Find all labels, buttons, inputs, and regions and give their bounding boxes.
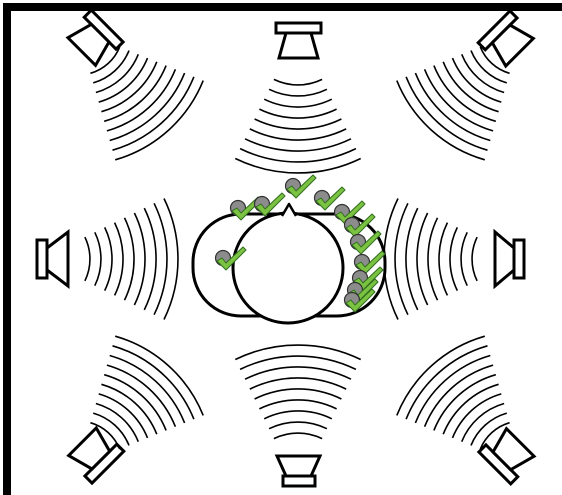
sound-wave-arc bbox=[164, 199, 178, 320]
sound-wave-arc bbox=[110, 73, 185, 140]
sound-wave-arc bbox=[110, 356, 185, 423]
sound-wave-arc bbox=[406, 208, 418, 310]
sound-wave-arc bbox=[428, 218, 438, 300]
waves-front-right bbox=[397, 47, 510, 160]
sound-wave-arc bbox=[250, 378, 346, 389]
sound-wave-arc bbox=[115, 336, 203, 415]
sound-wave-arc bbox=[274, 79, 322, 85]
waves-side-right bbox=[384, 199, 477, 320]
sound-wave-arc bbox=[85, 237, 90, 281]
sound-wave-arc bbox=[250, 129, 346, 140]
sound-wave-arc bbox=[472, 237, 477, 281]
waves-rear-right bbox=[397, 336, 510, 449]
sound-wave-arc bbox=[95, 232, 101, 285]
sound-wave-arc bbox=[96, 54, 138, 92]
sound-wave-arc bbox=[417, 213, 428, 305]
sound-wave-arc bbox=[255, 119, 342, 129]
speaker-front-left-icon bbox=[66, 10, 123, 67]
listener-head-circle bbox=[233, 213, 343, 323]
waves-front-left bbox=[90, 47, 203, 160]
sound-wave-arc bbox=[259, 109, 336, 118]
sound-wave-arc bbox=[264, 411, 332, 419]
sound-wave-arc bbox=[439, 223, 447, 296]
position-marker bbox=[286, 175, 317, 198]
sound-wave-arc bbox=[134, 213, 145, 305]
waves-side-left bbox=[85, 199, 178, 320]
sound-wave-arc bbox=[105, 227, 112, 290]
sound-wave-arc bbox=[415, 356, 490, 423]
sound-wave-arc bbox=[450, 227, 457, 290]
speaker-front-right-icon bbox=[478, 11, 535, 68]
sound-wave-arc bbox=[415, 73, 490, 140]
sound-wave-arc bbox=[235, 345, 360, 359]
sound-wave-arc bbox=[264, 99, 332, 107]
waves-front-center bbox=[235, 79, 360, 173]
sound-wave-arc bbox=[462, 54, 504, 92]
sound-wave-arc bbox=[462, 404, 504, 442]
speaker-rear-right-icon bbox=[479, 427, 536, 484]
speaker-side-right-icon bbox=[495, 232, 524, 286]
speaker-side-left-icon bbox=[37, 232, 68, 286]
speaker-front-center-icon bbox=[276, 23, 321, 58]
speaker-rear-center-icon bbox=[277, 456, 320, 486]
sound-wave-arc bbox=[397, 336, 485, 415]
sound-wave-arc bbox=[235, 159, 360, 173]
sound-wave-arc bbox=[259, 400, 336, 409]
sound-wave-arc bbox=[144, 208, 156, 310]
sound-wave-arc bbox=[115, 223, 123, 296]
waves-rear-left bbox=[90, 336, 203, 449]
sound-wave-arc bbox=[269, 422, 327, 429]
sound-wave-arc bbox=[125, 218, 135, 300]
sound-wave-arc bbox=[274, 433, 322, 439]
sound-wave-arc bbox=[461, 232, 467, 285]
speaker-rear-left-icon bbox=[67, 426, 124, 483]
sound-wave-arc bbox=[269, 89, 327, 96]
sound-wave-arc bbox=[255, 389, 342, 399]
sound-wave-arc bbox=[397, 81, 485, 160]
sound-wave-arc bbox=[115, 81, 203, 160]
waves-rear-center bbox=[235, 345, 360, 439]
listener-nose bbox=[282, 204, 296, 216]
